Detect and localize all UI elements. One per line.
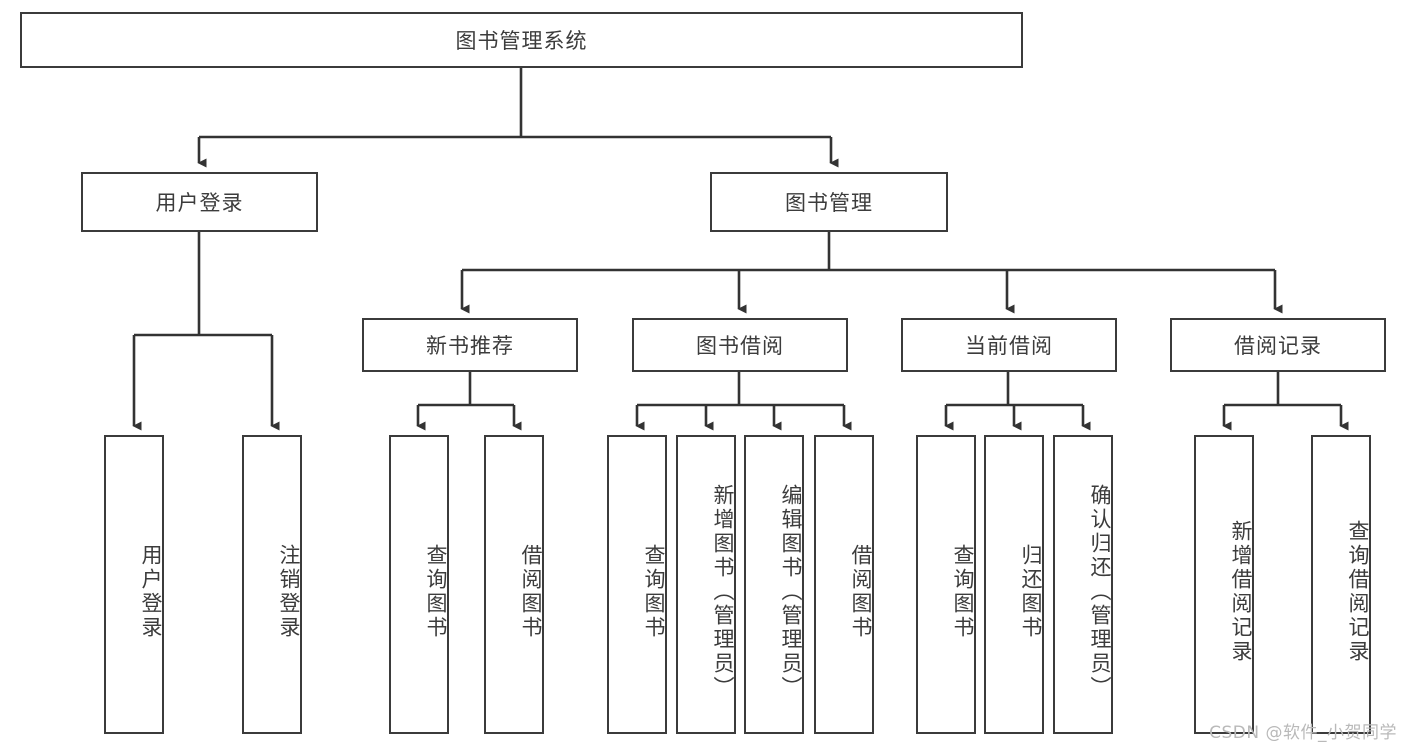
leaf-current-confirm-return-admin[interactable]: 确认归还（管理员）	[1053, 435, 1113, 734]
node-label: 新书推荐	[426, 334, 514, 358]
leaf-borrow-borrow-book[interactable]: 借阅图书	[814, 435, 874, 734]
leaf-user-login-logout[interactable]: 注销登录	[242, 435, 302, 734]
node-label: 借阅记录	[1234, 334, 1322, 358]
node-root-system[interactable]: 图书管理系统	[20, 12, 1023, 68]
node-label: 查询图书	[642, 543, 666, 640]
node-label: 查询图书	[951, 543, 975, 640]
leaf-recommend-borrow-book[interactable]: 借阅图书	[484, 435, 544, 734]
leaf-record-query-record[interactable]: 查询借阅记录	[1311, 435, 1371, 734]
node-book-borrow[interactable]: 图书借阅	[632, 318, 848, 372]
node-label: 新增借阅记录	[1229, 519, 1253, 664]
node-label: 当前借阅	[965, 334, 1053, 358]
node-label: 编辑图书（管理员）	[779, 483, 803, 700]
node-label: 借阅图书	[519, 543, 543, 640]
leaf-borrow-edit-book-admin[interactable]: 编辑图书（管理员）	[744, 435, 804, 734]
leaf-user-login-login[interactable]: 用户登录	[104, 435, 164, 734]
node-current-borrow[interactable]: 当前借阅	[901, 318, 1117, 372]
leaf-current-return-book[interactable]: 归还图书	[984, 435, 1044, 734]
node-user-login[interactable]: 用户登录	[81, 172, 318, 232]
node-label: 确认归还（管理员）	[1088, 483, 1112, 700]
node-label: 图书借阅	[696, 334, 784, 358]
leaf-borrow-add-book-admin[interactable]: 新增图书（管理员）	[676, 435, 736, 734]
node-label: 归还图书	[1019, 543, 1043, 640]
node-borrow-record[interactable]: 借阅记录	[1170, 318, 1386, 372]
node-label: 注销登录	[277, 543, 301, 640]
leaf-current-query-book[interactable]: 查询图书	[916, 435, 976, 734]
node-label: 图书管理	[785, 191, 873, 215]
node-label: 用户登录	[155, 191, 244, 215]
node-label: 借阅图书	[849, 543, 873, 640]
leaf-borrow-query-book[interactable]: 查询图书	[607, 435, 667, 734]
node-label: 新增图书（管理员）	[711, 483, 735, 700]
leaf-recommend-query-book[interactable]: 查询图书	[389, 435, 449, 734]
node-label: 查询图书	[424, 543, 448, 640]
node-book-management[interactable]: 图书管理	[710, 172, 948, 232]
leaf-record-add-record[interactable]: 新增借阅记录	[1194, 435, 1254, 734]
node-label: 查询借阅记录	[1346, 519, 1370, 664]
node-label: 图书管理系统	[455, 29, 588, 53]
node-new-book-recommend[interactable]: 新书推荐	[362, 318, 578, 372]
node-label: 用户登录	[139, 543, 163, 640]
